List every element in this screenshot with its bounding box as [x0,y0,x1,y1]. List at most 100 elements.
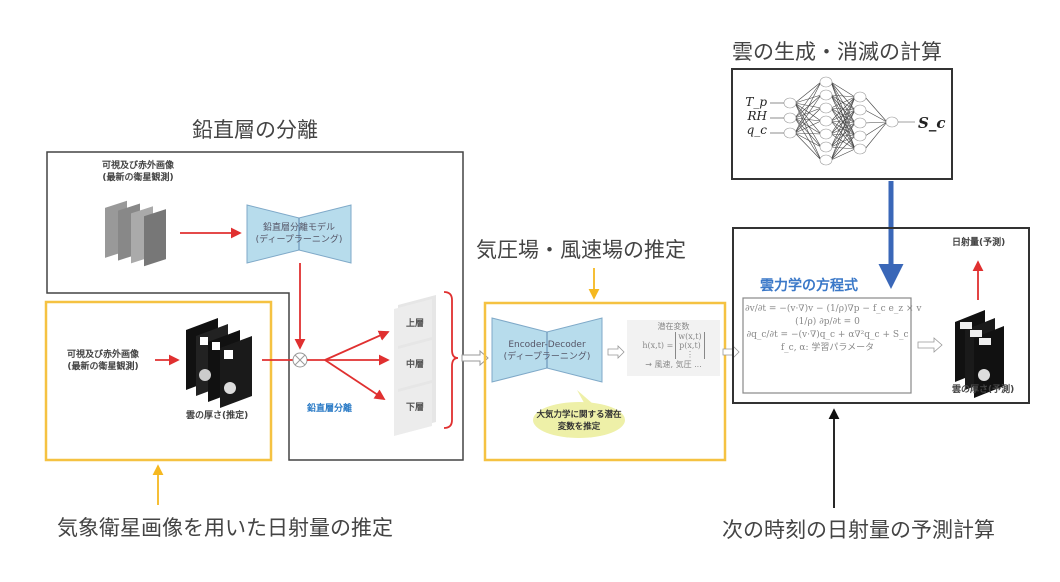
nn-edge [794,102,822,148]
nn-node [819,89,833,101]
nn-node [819,115,833,127]
nn-edge [794,94,822,119]
bubble-line2: 変数を推定 [557,422,601,432]
nn-edge [794,81,822,104]
nn-input-rh: RH [747,109,768,123]
nn-node [853,130,867,142]
nn-edge [794,107,822,119]
nn-node [783,97,797,109]
latent-vec-more: ⋮ [685,350,694,359]
nn-node [783,112,797,124]
model-line2: (ディープラーニング) [255,235,343,245]
vertical-model-label: 鉛直層分離モデル (ディープラーニング) [247,222,351,246]
latent-equation: h(x,t) = [642,341,674,350]
nn-node [853,91,867,103]
irradiance-predicted-label: 日射量(予測) [952,238,1006,248]
title-cloud-generation: 雲の生成・消滅の計算 [732,40,942,64]
nn-node [819,128,833,140]
cloud-thickness-estimate-label: 雲の厚さ(推定) [186,411,249,421]
estimation-frame [44,300,273,462]
nn-edge [864,121,888,137]
bubble-line1: 大気力学に関する潜在 [536,410,622,420]
nn-edge [864,121,888,150]
nn-edge [794,132,822,148]
input-label-line1: 可視及び赤外画像 [101,161,174,171]
cloud-thickness-predicted-icon [955,310,1004,398]
nn-edge [794,107,822,134]
nn-node [783,127,797,139]
latent-variable-content: 潜在変数 h(x,t) = w(x,t) p(x,t) ⋮ → 風速, 気圧 .… [627,321,720,370]
equation-params: f_c, α: 学習パラメータ [780,343,875,353]
nn-edge [830,135,856,161]
prediction-frame [732,227,1030,404]
encoder-frame [483,301,727,462]
nn-node [853,143,867,155]
title-pressure-wind: 気圧場・風速場の推定 [476,238,686,262]
nn-node [819,102,833,114]
nn-edge [794,117,822,135]
model-line1: 鉛直層分離モデル [262,223,335,233]
nn-edge [864,121,888,124]
nn-edge [830,81,856,98]
nn-edge [794,94,822,104]
nn-edge [830,96,856,148]
cloud-thickness-estimate-icon [186,318,252,408]
vertical-input-label: 可視及び赤外画像 (最新の衛星観測) [98,160,178,184]
equation-pressure: (1/ρ) ∂p/∂t = 0 [795,317,860,327]
nn-node [819,154,833,166]
cloud-generation-frame [731,68,953,180]
encoder-decoder-label: Encoder-Decoder (ディープラーニング) [492,339,602,363]
nn-edge [794,102,822,135]
nn-edge [830,96,856,135]
nn-edge [794,117,822,148]
equations-content: ∂v/∂t = −(v·∇)v − (1/ρ)∇p − f_c e_z × v … [745,303,922,355]
layer-stacks [394,295,436,436]
layer-lower: 下層 [406,403,425,413]
layer-middle: 中層 [406,360,425,370]
nn-edge [830,109,856,161]
model-line1: Encoder-Decoder [508,340,586,350]
latent-title: 潜在変数 [657,322,690,331]
title-vertical-separation: 鉛直層の分離 [192,118,318,142]
model-line2: (ディープラーニング) [503,352,591,362]
title-next-prediction: 次の時刻の日射量の予測計算 [722,518,995,542]
estimation-input-label: 可視及び赤外画像 (最新の衛星観測) [58,349,148,373]
separation-label: 鉛直層分離 [307,404,353,414]
latent-note: → 風速, 気圧 ... [645,360,702,369]
vertical-separation-frame [46,151,464,461]
nn-edge [794,102,822,122]
equation-cloud: ∂q_c/∂t = −(v·∇)q_c + α∇²q_c + S_c [746,330,909,340]
latent-vec-p: p(x,t) [679,341,701,350]
nn-node [819,76,833,88]
nn-node [853,117,867,129]
nn-edge [794,120,822,134]
input-label-line2: (最新の衛星観測) [102,173,174,183]
nn-edge [830,148,856,161]
satellite-image-stack-icon [105,200,166,267]
title-satellite-estimation: 気象衛星画像を用いた日射量の推定 [57,516,393,540]
nn-edge [794,94,822,134]
nn-edge [830,94,856,98]
input-label-line1: 可視及び赤外画像 [66,350,139,360]
nn-edge [830,122,856,161]
nn-edge [830,96,856,109]
nn-edge [830,96,856,122]
nn-node [853,104,867,116]
equations-box [742,297,912,394]
nn-node [819,141,833,153]
equation-momentum: ∂v/∂t = −(v·∇)v − (1/ρ)∇p − f_c e_z × v [745,304,922,314]
nn-edge [794,132,822,161]
multiply-icon [292,352,308,368]
nn-input-tp: T_p [745,95,767,109]
bubble-text: 大気力学に関する潜在 変数を推定 [533,409,625,433]
nn-edge [794,117,822,122]
layers-bracket [443,291,459,429]
nn-edge [794,81,822,134]
nn-edge [794,102,822,109]
nn-edge [830,96,856,161]
nn-edge [864,109,888,123]
latent-vec-w: w(x,t) [678,332,702,341]
nn-edge [794,117,822,161]
cloud-thickness-predicted-label: 雲の厚さ(予測) [952,385,1015,395]
